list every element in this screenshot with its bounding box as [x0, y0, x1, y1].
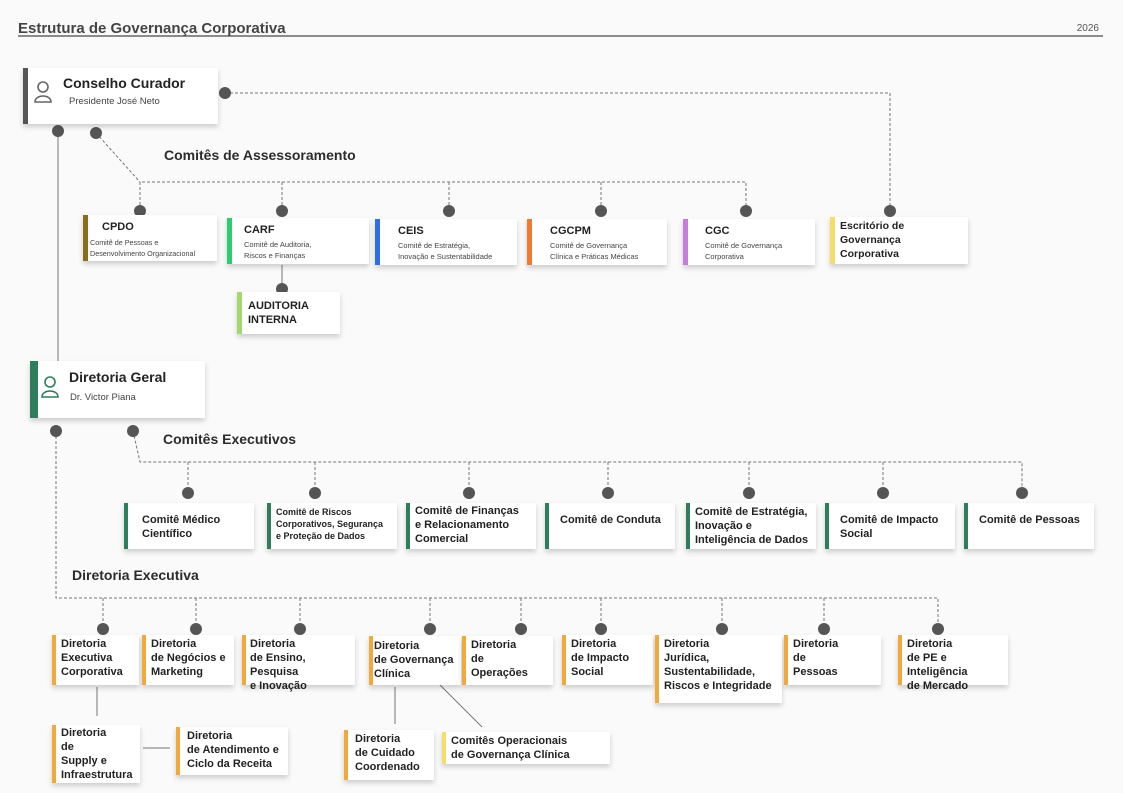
diretoria-executiva-heading: Diretoria Executiva [72, 567, 199, 583]
diretoria-label: Diretoria de PE e Inteligência de Mercad… [907, 638, 969, 692]
exec-committee-label: Comitê de Impacto Social [840, 514, 939, 540]
exec-committee-card[interactable]: Comitê de Impacto Social [825, 503, 955, 549]
comites-operacionais-label: Comitês Operacionais de Governança Clíni… [451, 735, 570, 761]
committee-code: CGC [705, 225, 730, 237]
committee-color-bar [527, 219, 532, 265]
exec-committee-label: Comitê de Pessoas [979, 514, 1080, 526]
diretoria-card[interactable]: Diretoria de Ensino, Pesquisa e Inovação [242, 635, 355, 692]
committee-ceis[interactable]: CEIS Comitê de Estratégia, Inovação e Su… [375, 219, 517, 265]
diretoria-atendimento-card[interactable]: Diretoria de Atendimento e Ciclo da Rece… [176, 727, 288, 775]
auditoria-label: AUDITORIA INTERNA [248, 300, 309, 326]
committee-cpdo[interactable]: CPDO Comitê de Pessoas e Desenvolvimento… [83, 215, 217, 261]
diretoria-geral-card[interactable]: Diretoria Geral Dr. Victor Piana [30, 361, 205, 418]
auditoria-color-bar [237, 292, 242, 334]
committee-code: CPDO [102, 221, 134, 233]
committee-color-bar [83, 215, 88, 261]
diretoria-label: Diretoria Jurídica, Sustentabilidade, Ri… [664, 638, 772, 692]
diretoria-label: Diretoria de Ensino, Pesquisa e Inovação [250, 638, 307, 692]
exec-committee-card[interactable]: Comitê de Riscos Corporativos, Segurança… [267, 503, 397, 549]
diretoria-card[interactable]: Diretoria de Governança Clínica [369, 636, 461, 685]
diretoria-supply-card[interactable]: Diretoria de Supply e Infraestrutura [52, 725, 140, 783]
comites-operacionais-card[interactable]: Comitês Operacionais de Governança Clíni… [442, 732, 610, 764]
diretoria-card[interactable]: Diretoria Jurídica, Sustentabilidade, Ri… [655, 635, 782, 703]
assessoramento-heading: Comitês de Assessoramento [164, 147, 356, 163]
conselho-curador-title: Conselho Curador [63, 75, 186, 91]
committee-code: CARF [244, 224, 275, 236]
diretoria-label: Diretoria de Atendimento e Ciclo da Rece… [187, 730, 279, 770]
exec-committee-label: Comitê de Riscos Corporativos, Segurança… [276, 507, 384, 541]
committee-desc: Comitê de Governança Clínica e Práticas … [550, 241, 639, 261]
exec-committee-label: Comitê Médico Científico [142, 514, 221, 540]
exec-committee-card[interactable]: Comitê de Conduta [545, 503, 675, 549]
auditoria-interna-card[interactable]: AUDITORIA INTERNA [237, 292, 340, 334]
exec-committee-label: Comitê de Finanças e Relacionamento Come… [415, 505, 519, 545]
committee-desc: Comitê de Pessoas e Desenvolvimento Orga… [90, 238, 196, 258]
diretoria-card[interactable]: Diretoria de Impacto Social [562, 635, 653, 685]
exec-committee-label: Comitê de Conduta [560, 514, 661, 526]
diretoria-card[interactable]: Diretoria de Negócios e Marketing [142, 635, 234, 685]
exec-committee-card[interactable]: Comitê de Pessoas [964, 503, 1094, 549]
diretoria-label: Diretoria de Negócios e Marketing [151, 638, 226, 678]
committee-cgcpm[interactable]: CGCPM Comitê de Governança Clínica e Prá… [527, 219, 667, 265]
committee-code: CGCPM [550, 225, 591, 237]
conselho-curador-president: Presidente José Neto [69, 96, 160, 107]
diretoria-label: Diretoria de Operações [471, 639, 528, 679]
diretoria-card[interactable]: Diretoria de PE e Inteligência de Mercad… [898, 635, 1008, 692]
committee-color-bar [683, 219, 688, 265]
committee-carf[interactable]: CARF Comitê de Auditoria, Riscos e Finan… [227, 218, 369, 264]
diretoria-card[interactable]: Diretoria Executiva Corporativa [52, 635, 139, 685]
exec-committee-label: Comitê de Estratégia, Inovação e Intelig… [695, 506, 809, 546]
committee-color-bar [227, 218, 232, 264]
diretoria-cuidado-card[interactable]: Diretoria de Cuidado Coordenado [344, 730, 434, 780]
exec-committee-card[interactable]: Comitê de Finanças e Relacionamento Come… [406, 503, 536, 549]
diretoria-label: Diretoria de Pessoas [793, 638, 839, 678]
diretoria-label: Diretoria de Governança Clínica [374, 640, 454, 680]
page-year: 2026 [1076, 23, 1099, 34]
person-icon [41, 376, 59, 398]
diretoria-card[interactable]: Diretoria de Operações [462, 636, 553, 685]
diretoria-label: Diretoria Executiva Corporativa [61, 638, 123, 678]
committee-cgc[interactable]: CGC Comitê de Governança Corporativa [683, 219, 815, 265]
escritorio-governanca-card[interactable]: Escritório de Governança Corporativa [830, 217, 968, 264]
exec-committee-card[interactable]: Comitê Médico Científico [124, 503, 254, 549]
page-title: Estrutura de Governança Corporativa [18, 20, 286, 37]
conselho-curador-card[interactable]: Conselho Curador Presidente José Neto [23, 68, 218, 124]
committee-color-bar [375, 219, 380, 265]
executivos-heading: Comitês Executivos [163, 431, 297, 447]
diretoria-geral-title: Diretoria Geral [69, 369, 167, 385]
committee-desc: Comitê de Governança Corporativa [705, 241, 783, 261]
diretoria-label: Diretoria de Cuidado Coordenado [355, 733, 420, 773]
committee-desc: Comitê de Estratégia, Inovação e Sustent… [398, 241, 493, 261]
diretoria-label: Diretoria de Impacto Social [571, 638, 630, 678]
exec-committee-card[interactable]: Comitê de Estratégia, Inovação e Intelig… [686, 503, 816, 549]
diretoria-label: Diretoria de Supply e Infraestrutura [61, 727, 133, 781]
diretoria-geral-director: Dr. Victor Piana [70, 392, 136, 403]
committee-desc: Comitê de Auditoria, Riscos e Finanças [244, 240, 312, 260]
escritorio-label: Escritório de Governança Corporativa [840, 220, 905, 260]
person-icon [34, 81, 52, 103]
escritorio-color-bar [830, 217, 835, 264]
diretoria-card[interactable]: Diretoria de Pessoas [784, 635, 881, 685]
committee-code: CEIS [398, 225, 424, 237]
